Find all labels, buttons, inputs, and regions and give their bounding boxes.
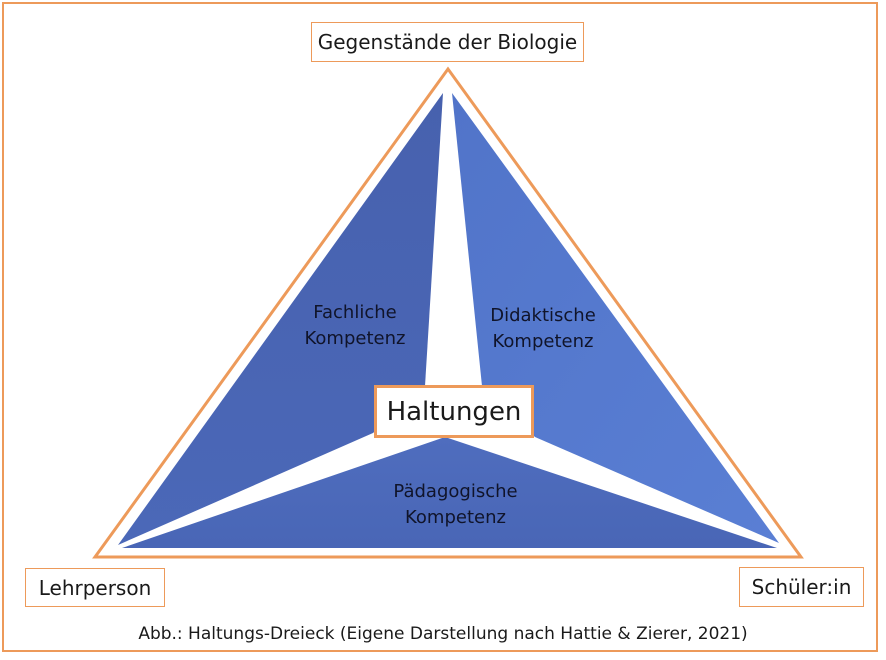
sector-bottom-line-2: Kompetenz bbox=[405, 507, 506, 528]
sector-bottom-line-1: Pädagogische bbox=[393, 481, 518, 502]
sector-label-left: Fachliche Kompetenz bbox=[280, 300, 430, 352]
vertex-label-left: Lehrperson bbox=[25, 568, 165, 607]
sector-bottom-shape bbox=[122, 437, 777, 548]
sector-right-line-2: Kompetenz bbox=[492, 331, 594, 352]
sector-right-line-1: Didaktische bbox=[490, 305, 596, 326]
sector-label-right: Didaktische Kompetenz bbox=[468, 303, 618, 355]
sector-left-line-1: Fachliche bbox=[313, 302, 397, 323]
sector-left-shape bbox=[118, 93, 443, 545]
sector-left-line-2: Kompetenz bbox=[304, 328, 406, 349]
center-label: Haltungen bbox=[374, 385, 534, 438]
vertex-label-right: Schüler:in bbox=[739, 567, 864, 607]
sector-label-bottom: Pädagogische Kompetenz bbox=[378, 479, 533, 531]
figure-caption: Abb.: Haltungs-Dreieck (Eigene Darstellu… bbox=[138, 624, 748, 644]
vertex-label-top: Gegenstände der Biologie bbox=[311, 22, 584, 62]
